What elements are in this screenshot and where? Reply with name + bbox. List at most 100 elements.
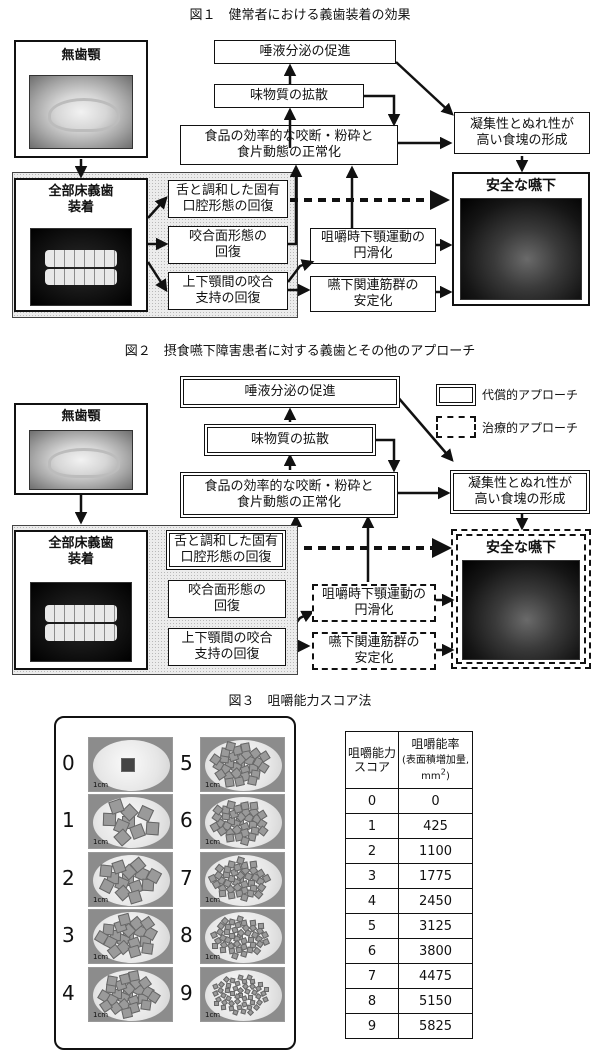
fig1-tongue-label: 舌と調和した固有 口腔形態の回復 — [175, 182, 280, 214]
efficiency-cell: 1775 — [398, 863, 473, 889]
fig2-edentulous-label: 無歯顎 — [61, 409, 101, 424]
score-cell: 6 — [345, 938, 399, 964]
efficiency-cell: 425 — [398, 813, 473, 839]
fig1-xray-image — [460, 198, 582, 300]
scale-bar-label: 1cm — [205, 953, 221, 961]
score-cell: 2 — [345, 838, 399, 864]
sample-photo: 1cm — [200, 967, 285, 1022]
fig2-jaw-motion-box: 咀嚼時下顎運動の 円滑化 — [312, 584, 436, 622]
fig1-denture-photo — [30, 228, 132, 306]
legend-compensatory-label: 代償的アプローチ — [482, 388, 579, 402]
scale-bar-label: 1cm — [205, 1011, 221, 1019]
fig1-edentulous-label: 無歯顎 — [61, 48, 101, 63]
fig2-safe-swallow-label: 安全な嚥下 — [486, 540, 556, 556]
fig2-saliva-box: 唾液分泌の促進 — [180, 376, 400, 408]
scale-bar-label: 1cm — [93, 781, 109, 789]
sample-photo: 1cm — [200, 909, 285, 964]
sample-photo: 1cm — [88, 967, 173, 1022]
fig1-edentulous-photo — [29, 75, 133, 149]
fig2-swallow-muscle-box: 嚥下関連筋群の 安定化 — [312, 632, 436, 670]
fig2-swallow-muscle-label: 嚥下関連筋群の 安定化 — [328, 634, 420, 666]
fig2-title: 図２ 摂食嚥下障害患者に対する義歯とその他のアプローチ — [124, 344, 476, 359]
fig2-chewing-box: 食品の効率的な咬断・粉砕と 食片動態の正常化 — [180, 472, 398, 518]
fig1-safe-swallow-label: 安全な嚥下 — [486, 178, 556, 194]
fig1-swallow-muscle-label: 嚥下関連筋群の 安定化 — [327, 277, 419, 309]
score-col-header: 咀嚼能力 スコア — [345, 731, 399, 789]
fig1-title: 図１ 健常者における義歯装着の効果 — [189, 8, 411, 23]
sample-score-label: 1 — [62, 808, 75, 832]
score-cell: 0 — [345, 788, 399, 814]
efficiency-cell: 5150 — [398, 988, 473, 1014]
sample-score-label: 2 — [62, 866, 75, 890]
fig1-taste-label: 味物質の拡散 — [249, 87, 328, 103]
fig2-jaw-motion-label: 咀嚼時下顎運動の 円滑化 — [321, 586, 426, 618]
efficiency-col-header: 咀嚼能率 (表面積増加量, mm2) — [398, 731, 473, 789]
sample-score-label: 5 — [180, 751, 193, 775]
fig1-saliva-label: 唾液分泌の促進 — [259, 43, 351, 59]
efficiency-cell: 3125 — [398, 913, 473, 939]
fig2-bolus-box: 凝集性とぬれ性が 高い食塊の形成 — [450, 470, 590, 514]
fig2-saliva-label: 唾液分泌の促進 — [244, 383, 336, 399]
fig2-taste-box: 味物質の拡散 — [204, 424, 376, 456]
fig1-jaw-motion-label: 咀嚼時下顎運動の 円滑化 — [320, 229, 425, 261]
fig1-tongue-box: 舌と調和した固有 口腔形態の回復 — [168, 180, 288, 218]
efficiency-cell: 0 — [398, 788, 473, 814]
efficiency-cell: 4475 — [398, 963, 473, 989]
sample-photo: 1cm — [88, 737, 173, 792]
fig2-occlusal-box: 咬合面形態の 回復 — [168, 580, 286, 618]
sample-photo: 1cm — [200, 737, 285, 792]
fig2-taste-label: 味物質の拡散 — [250, 431, 329, 447]
sample-photo: 1cm — [88, 909, 173, 964]
legend-therapeutic-swatch — [436, 416, 476, 438]
scale-bar-label: 1cm — [93, 896, 109, 904]
fig2-tongue-box: 舌と調和した固有 口腔形態の回復 — [166, 530, 286, 570]
sample-photo: 1cm — [88, 852, 173, 907]
fig2-denture-photo — [30, 582, 132, 662]
sample-score-label: 4 — [62, 981, 75, 1005]
fig3-title: 図３ 咀嚼能力スコア法 — [228, 694, 372, 709]
scale-bar-label: 1cm — [93, 1011, 109, 1019]
fig1-support-box: 上下顎間の咬合 支持の回復 — [168, 272, 288, 310]
score-cell: 7 — [345, 963, 399, 989]
fig1-support-label: 上下顎間の咬合 支持の回復 — [182, 274, 274, 306]
scale-bar-label: 1cm — [93, 953, 109, 961]
fig1-occlusal-box: 咬合面形態の 回復 — [168, 226, 288, 264]
fig1-occlusal-label: 咬合面形態の 回復 — [188, 228, 267, 260]
fig2-tongue-label: 舌と調和した固有 口腔形態の回復 — [173, 533, 278, 565]
fig1-swallow-muscle-box: 嚥下関連筋群の 安定化 — [310, 276, 436, 312]
fig2-denture-label: 全部床義歯 装着 — [48, 536, 114, 568]
fig2-bolus-label: 凝集性とぬれ性が 高い食塊の形成 — [467, 475, 572, 507]
score-cell: 3 — [345, 863, 399, 889]
scale-bar-label: 1cm — [205, 896, 221, 904]
sample-photo: 1cm — [88, 794, 173, 849]
sample-score-label: 8 — [180, 923, 193, 947]
fig2-support-label: 上下顎間の咬合 支持の回復 — [181, 630, 273, 662]
fig2-edentulous-photo — [29, 430, 133, 490]
fig1-saliva-box: 唾液分泌の促進 — [214, 40, 396, 64]
fig2-occlusal-label: 咬合面形態の 回復 — [187, 582, 266, 614]
score-cell: 1 — [345, 813, 399, 839]
scale-bar-label: 1cm — [93, 838, 109, 846]
scale-bar-label: 1cm — [205, 781, 221, 789]
fig1-bolus-label: 凝集性とぬれ性が 高い食塊の形成 — [469, 116, 574, 148]
fig1-denture-label: 全部床義歯 装着 — [48, 184, 114, 216]
efficiency-header-label: 咀嚼能率 — [411, 737, 460, 752]
scale-bar-label: 1cm — [205, 838, 221, 846]
score-cell: 5 — [345, 913, 399, 939]
legend-compensatory-swatch — [436, 384, 476, 406]
sample-score-label: 7 — [180, 866, 193, 890]
efficiency-header-unit: (表面積増加量, mm — [401, 754, 470, 782]
efficiency-header-sup: 2 — [440, 766, 446, 777]
fig2-xray-image — [462, 560, 580, 660]
sample-photo: 1cm — [200, 852, 285, 907]
